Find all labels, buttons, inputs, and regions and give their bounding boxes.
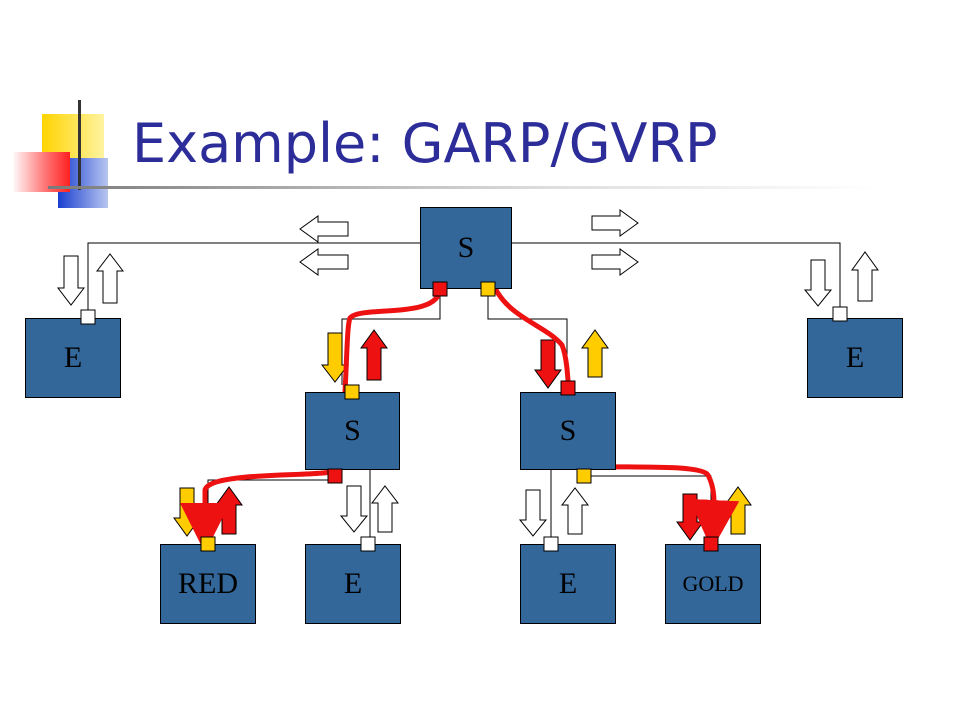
bottom-end-1-label: E — [343, 567, 363, 600]
port-mid-left-gold — [344, 384, 360, 400]
top-switch-label: S — [457, 231, 475, 264]
gold-end-station: GOLD — [665, 544, 761, 624]
red-end-label: RED — [178, 567, 238, 600]
right-arrow-2-icon — [591, 248, 639, 276]
gold-end-label: GOLD — [682, 571, 744, 596]
join-arrows-left — [299, 215, 349, 276]
gold-up-arrow-mid-right-icon — [581, 329, 609, 378]
left-arrow-1-icon — [299, 215, 349, 243]
mid-right-switch-label: S — [559, 414, 577, 447]
right-arrow-1-icon — [591, 209, 639, 237]
bottom-end-station-2: E — [520, 544, 616, 624]
down-arrow-left-end-icon — [56, 255, 86, 306]
join-arrows-right — [591, 209, 639, 276]
port-mid-right-red — [560, 380, 576, 396]
left-arrow-2-icon — [299, 248, 349, 276]
link-top-left — [87, 242, 420, 318]
port-right-end — [832, 306, 848, 322]
bottom-end-2-label: E — [558, 567, 578, 600]
red-end-station: RED — [160, 544, 256, 624]
port-mid-right-gold — [576, 468, 592, 484]
port-top-red — [432, 281, 448, 297]
port-red-end — [200, 536, 216, 552]
link-top-right — [512, 242, 841, 318]
up-arrow-left-end-icon — [95, 253, 125, 304]
title-decoration-vertical-line — [78, 100, 81, 190]
red-up-arrow-mid-left-icon — [360, 329, 388, 381]
down-arrow-right-end-icon — [803, 259, 833, 307]
slide-title: Example: GARP/GVRP — [132, 112, 718, 175]
port-bottom-e1 — [360, 536, 376, 552]
gold-down-arrow-mid-left-icon — [320, 332, 350, 383]
down-arrow-e1-a-icon — [339, 485, 369, 533]
bottom-end-station-1: E — [305, 544, 401, 624]
up-arrow-right-end-icon — [851, 251, 879, 302]
port-top-gold — [480, 281, 496, 297]
up-arrow-e2-b-icon — [560, 487, 590, 535]
right-end-label: E — [845, 341, 865, 374]
mid-left-switch-label: S — [344, 414, 361, 447]
left-end-label: E — [63, 341, 83, 374]
port-mid-left-red — [327, 468, 343, 484]
title-decoration-red — [12, 152, 70, 192]
down-arrow-e2-a-icon — [518, 489, 548, 537]
mid-left-switch: S — [305, 392, 400, 470]
port-gold-end — [703, 536, 719, 552]
top-switch: S — [420, 207, 512, 289]
up-arrow-e1-b-icon — [370, 485, 400, 533]
port-bottom-e2 — [543, 536, 559, 552]
port-left-end — [80, 309, 96, 325]
red-down-arrow-mid-right-icon — [534, 339, 562, 389]
title-underline — [48, 186, 878, 189]
left-end-station: E — [25, 318, 121, 398]
right-end-station: E — [807, 318, 903, 398]
